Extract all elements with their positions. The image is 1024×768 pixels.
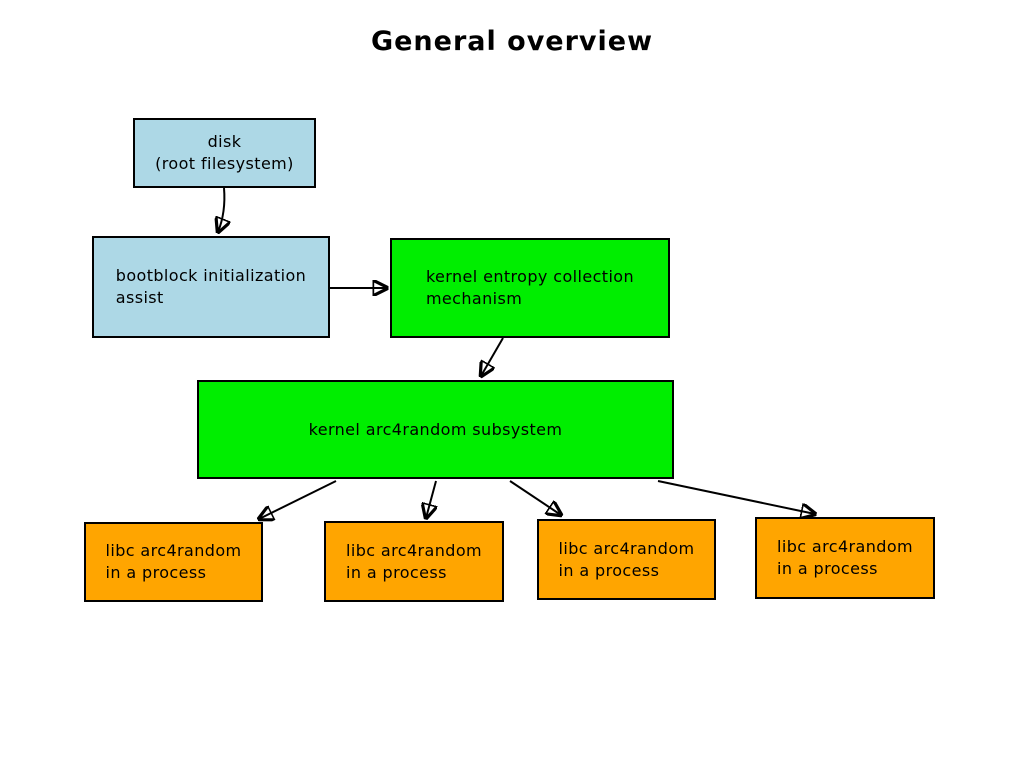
node-libc1-line1: libc arc4random [105, 541, 242, 560]
node-libc2-label: libc arc4random in a process [346, 540, 482, 584]
node-libc3-line1: libc arc4random [558, 538, 695, 558]
node-libc-arc4random-3: libc arc4random in a process [537, 519, 716, 600]
node-libc1-label: libc arc4random in a process [106, 540, 242, 584]
node-bootblock-initialization-assist: bootblock initialization assist [92, 236, 330, 338]
edge-subsystem-libc4 [657, 480, 815, 514]
node-subsystem-line1: kernel arc4random subsystem [308, 419, 563, 439]
edge-subsystem-libc2 [426, 480, 436, 518]
node-libc3-label: libc arc4random in a process [559, 538, 695, 582]
node-kernel-entropy-collection: kernel entropy collection mechanism [390, 238, 670, 338]
edge-disk-bootblock [218, 187, 224, 232]
node-bootblock-line1: bootblock initialization [115, 266, 307, 285]
node-libc4-line2: in a process [777, 559, 878, 578]
node-entropy-line2: mechanism [425, 289, 523, 308]
node-bootblock-line2: assist [115, 288, 164, 307]
node-disk-label: disk (root filesystem) [155, 131, 294, 175]
node-libc2-line2: in a process [346, 562, 447, 582]
diagram-title: General overview [370, 26, 654, 57]
node-entropy-label: kernel entropy collection mechanism [426, 266, 634, 310]
node-disk: disk (root filesystem) [133, 118, 316, 188]
node-libc1-line2: in a process [105, 563, 207, 582]
edge-entropy-subsystem [481, 337, 504, 376]
node-libc-arc4random-4: libc arc4random in a process [755, 517, 935, 599]
node-libc3-line2: in a process [558, 560, 660, 580]
edge-subsystem-libc3 [509, 480, 561, 515]
edge-subsystem-libc1 [259, 480, 337, 519]
node-libc-arc4random-2: libc arc4random in a process [324, 521, 504, 602]
node-libc-arc4random-1: libc arc4random in a process [84, 522, 263, 602]
node-libc4-label: libc arc4random in a process [777, 536, 913, 580]
node-libc4-line1: libc arc4random [777, 537, 913, 556]
node-libc2-line1: libc arc4random [346, 540, 482, 560]
node-subsystem-label: kernel arc4random subsystem [309, 419, 563, 441]
node-disk-line2: (root filesystem) [155, 154, 294, 173]
node-bootblock-label: bootblock initialization assist [116, 265, 306, 309]
node-disk-line1: disk [207, 132, 242, 151]
node-entropy-line1: kernel entropy collection [425, 267, 635, 286]
node-kernel-arc4random-subsystem: kernel arc4random subsystem [197, 380, 674, 479]
